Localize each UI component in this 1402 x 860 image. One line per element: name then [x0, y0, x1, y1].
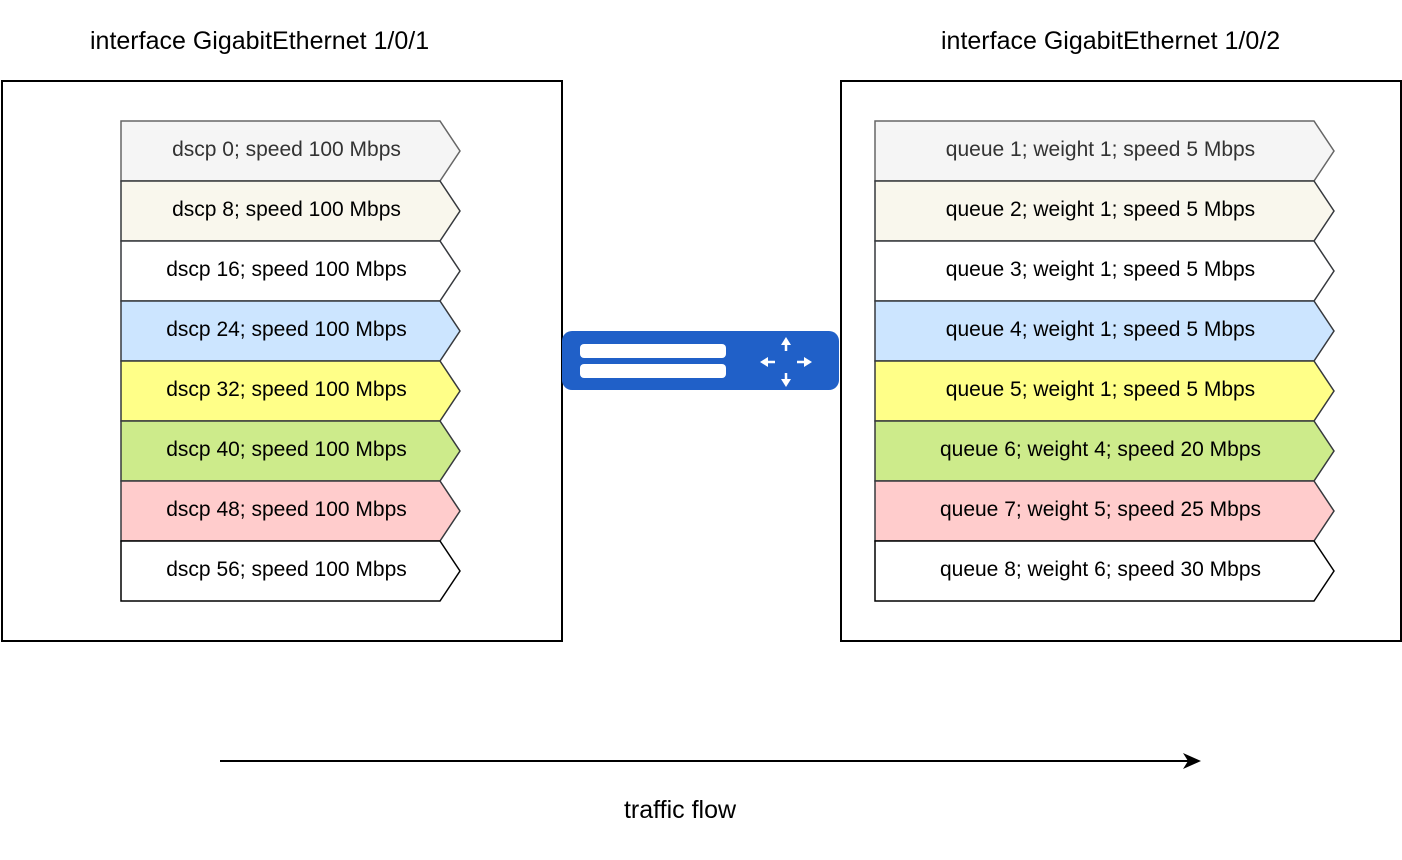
queue-row: queue 7; weight 5; speed 25 Mbps	[874, 480, 1335, 542]
queue-row-label: queue 8; weight 6; speed 30 Mbps	[939, 558, 1262, 581]
dscp-row-shape	[120, 300, 461, 362]
queue-row-shape	[874, 360, 1335, 422]
queue-row-shape	[874, 480, 1335, 542]
switch-device	[562, 330, 840, 396]
queue-row-shape	[874, 300, 1335, 362]
queue-row: queue 2; weight 1; speed 5 Mbps	[874, 180, 1335, 242]
dscp-row: dscp 0; speed 100 Mbps	[120, 120, 461, 182]
queue-row-label: queue 7; weight 5; speed 25 Mbps	[939, 498, 1262, 521]
queue-row: queue 6; weight 4; speed 20 Mbps	[874, 420, 1335, 482]
dscp-row-shape	[120, 480, 461, 542]
queue-row: queue 8; weight 6; speed 30 Mbps	[874, 540, 1335, 602]
dscp-row: dscp 40; speed 100 Mbps	[120, 420, 461, 482]
right-interface-title: interface GigabitEthernet 1/0/2	[941, 27, 1281, 55]
dscp-row-shape	[120, 540, 461, 602]
switch-icon	[562, 331, 839, 390]
queue-row: queue 3; weight 1; speed 5 Mbps	[874, 240, 1335, 302]
queue-row: queue 4; weight 1; speed 5 Mbps	[874, 300, 1335, 362]
queue-row-label: queue 2; weight 1; speed 5 Mbps	[945, 198, 1256, 221]
queue-row: queue 1; weight 1; speed 5 Mbps	[874, 120, 1335, 182]
queue-row: queue 5; weight 1; speed 5 Mbps	[874, 360, 1335, 422]
dscp-row-shape	[120, 120, 461, 182]
dscp-row: dscp 56; speed 100 Mbps	[120, 540, 461, 602]
dscp-row-shape	[120, 360, 461, 422]
queue-row-shape	[874, 240, 1335, 302]
dscp-row-label: dscp 40; speed 100 Mbps	[166, 438, 407, 461]
dscp-row-shape	[120, 180, 461, 242]
dscp-row-shape	[120, 420, 461, 482]
dscp-row-label: dscp 16; speed 100 Mbps	[166, 258, 407, 281]
queue-row-label: queue 6; weight 4; speed 20 Mbps	[939, 438, 1262, 461]
dscp-row: dscp 8; speed 100 Mbps	[120, 180, 461, 242]
queue-row-shape	[874, 120, 1335, 182]
queue-row-shape	[874, 540, 1335, 602]
queue-row-shape	[874, 180, 1335, 242]
dscp-row: dscp 32; speed 100 Mbps	[120, 360, 461, 422]
dscp-row-label: dscp 32; speed 100 Mbps	[166, 378, 407, 401]
right-queue-stack: queue 1; weight 1; speed 5 Mbps queue 2; …	[874, 120, 1335, 602]
dscp-row-label: dscp 48; speed 100 Mbps	[166, 498, 407, 521]
left-interface-title: interface GigabitEthernet 1/0/1	[90, 27, 430, 55]
queue-row-label: queue 4; weight 1; speed 5 Mbps	[945, 318, 1256, 341]
dscp-row: dscp 48; speed 100 Mbps	[120, 480, 461, 542]
dscp-row-label: dscp 0; speed 100 Mbps	[172, 138, 401, 161]
left-dscp-stack: dscp 0; speed 100 Mbps dscp 8; speed 100 …	[120, 120, 461, 602]
dscp-row: dscp 16; speed 100 Mbps	[120, 240, 461, 302]
traffic-flow-label: traffic flow	[623, 796, 737, 824]
queue-row-label: queue 5; weight 1; speed 5 Mbps	[945, 378, 1256, 401]
traffic-flow-arrow	[220, 750, 1205, 777]
dscp-row-label: dscp 24; speed 100 Mbps	[166, 318, 407, 341]
dscp-row-label: dscp 56; speed 100 Mbps	[166, 558, 407, 581]
dscp-row-shape	[120, 240, 461, 302]
queue-row-shape	[874, 420, 1335, 482]
queue-row-label: queue 1; weight 1; speed 5 Mbps	[945, 138, 1256, 161]
dscp-row: dscp 24; speed 100 Mbps	[120, 300, 461, 362]
dscp-row-label: dscp 8; speed 100 Mbps	[172, 198, 401, 221]
queue-row-label: queue 3; weight 1; speed 5 Mbps	[945, 258, 1256, 281]
